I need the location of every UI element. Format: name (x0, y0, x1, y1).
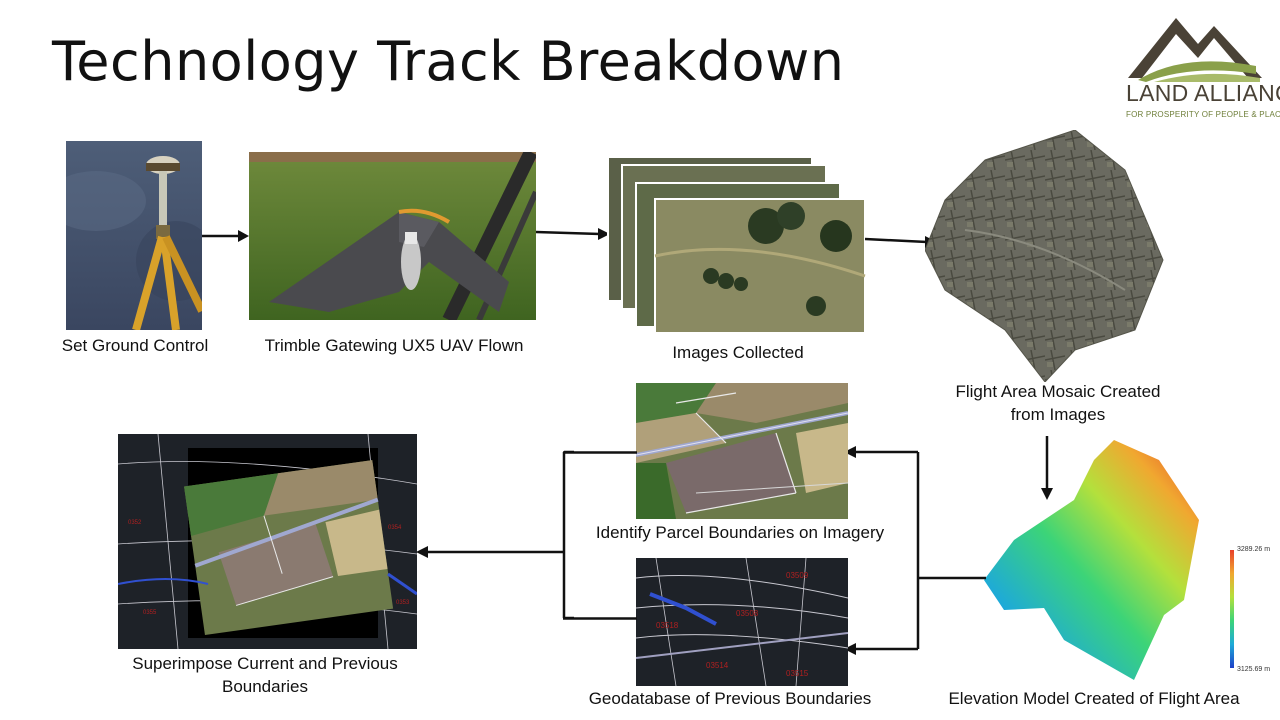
caption-elevation: Elevation Model Created of Flight Area (948, 689, 1240, 708)
logo-title: LAND ALLIANCE (1126, 80, 1280, 106)
svg-text:03515: 03515 (786, 669, 809, 678)
ground-control-photo (66, 141, 202, 330)
svg-text:0355: 0355 (143, 610, 157, 616)
parcel-boundaries-imagery (636, 383, 848, 519)
elevation-legend-min: 3125.69 m (1237, 666, 1271, 673)
elevation-model (984, 440, 1199, 680)
elevation-legend-bar (1230, 550, 1234, 668)
mountain-logo-icon (1128, 18, 1262, 82)
caption-parcels: Identify Parcel Boundaries on Imagery (595, 523, 885, 542)
images-collected-stack (607, 156, 866, 334)
svg-text:03508: 03508 (736, 609, 759, 618)
caption-ground-control: Set Ground Control (61, 336, 209, 355)
svg-text:03514: 03514 (706, 661, 729, 670)
svg-text:0353: 0353 (396, 600, 410, 606)
arrow-gc-to-uav (202, 230, 249, 242)
caption-uav: Trimble Gatewing UX5 UAV Flown (264, 336, 524, 355)
uav-photo (249, 152, 536, 320)
caption-geodatabase: Geodatabase of Previous Boundaries (588, 689, 872, 708)
connector-to-parcels (563, 451, 637, 454)
svg-text:0352: 0352 (128, 520, 142, 526)
superimposed-boundaries-map: 0352 0354 0355 0353 (118, 434, 417, 649)
logo-tagline: FOR PROSPERITY OF PEOPLE & PLACES (1126, 110, 1280, 119)
arrow-mosaic-to-elevation (1041, 436, 1053, 500)
connector-to-geodatabase (563, 617, 637, 620)
caption-mosaic: Flight Area Mosaic Created from Images (955, 382, 1161, 424)
connector-elevation-branch (844, 446, 986, 655)
caption-superimpose: Superimpose Current and Previous Boundar… (132, 654, 398, 696)
page-title: Technology Track Breakdown (52, 30, 845, 93)
svg-text:03509: 03509 (786, 571, 809, 580)
svg-text:0354: 0354 (388, 525, 402, 531)
arrow-uav-to-images (536, 228, 610, 240)
connector-merge-to-superimpose (416, 450, 574, 620)
svg-text:03518: 03518 (656, 621, 679, 630)
caption-images: Images Collected (672, 343, 804, 362)
flight-area-mosaic (925, 130, 1164, 382)
geodatabase-map: 03509 03508 03518 03514 03515 (636, 558, 848, 686)
land-alliance-logo: LAND ALLIANCE FOR PROSPERITY OF PEOPLE &… (1124, 12, 1280, 124)
elevation-legend-max: 3289.26 m (1237, 546, 1271, 553)
